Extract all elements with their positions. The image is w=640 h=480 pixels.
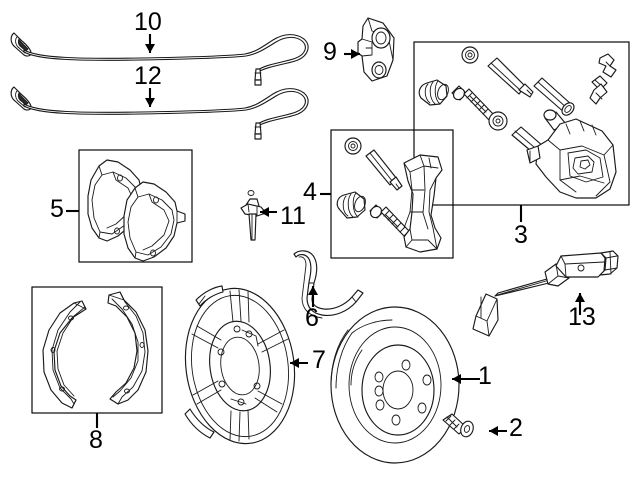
callout-number-9: 9 bbox=[323, 38, 337, 66]
part-brake-rotor-disc bbox=[330, 306, 460, 464]
part-caliper-housing bbox=[526, 109, 617, 199]
part-parking-brake-shoe-left bbox=[42, 300, 87, 409]
callout-number-1: 1 bbox=[478, 362, 492, 390]
group-box-brake-pads bbox=[78, 149, 193, 263]
part-caliper-bleeder-screw bbox=[589, 53, 617, 105]
callout-number-12: 12 bbox=[134, 62, 162, 90]
part-bracket-kit-washer bbox=[344, 137, 362, 155]
part-caliper-guide-bolt-and-boot bbox=[418, 79, 496, 122]
part-bracket-kit-guide-bolt bbox=[369, 204, 410, 237]
part-brake-pad-wear-sensor bbox=[472, 250, 619, 337]
part-rotor-retaining-screw bbox=[442, 413, 474, 438]
callout-number-7: 7 bbox=[312, 346, 326, 374]
callout-number-13: 13 bbox=[568, 303, 596, 331]
part-bracket-kit-guide-pin bbox=[365, 149, 403, 191]
part-brake-backing-plate-splash-shield bbox=[184, 285, 296, 445]
part-parking-brake-expander-bracket bbox=[357, 17, 395, 82]
leader-7 bbox=[290, 358, 308, 368]
part-caliper-carrier-bracket bbox=[403, 154, 443, 253]
part-brake-shoe-hold-down-pin bbox=[240, 190, 267, 241]
leader-12 bbox=[145, 88, 155, 107]
part-caliper-guide-pin-upper bbox=[461, 46, 575, 116]
part-parking-brake-cable-left bbox=[10, 32, 309, 86]
callout-number-11: 11 bbox=[280, 202, 306, 230]
callout-number-5: 5 bbox=[50, 195, 64, 223]
part-parking-brake-actuating-lever bbox=[293, 250, 364, 319]
part-parking-brake-shoe-right bbox=[107, 291, 149, 405]
callout-number-8: 8 bbox=[89, 426, 103, 454]
leader-6 bbox=[308, 286, 318, 307]
leader-13 bbox=[575, 293, 585, 315]
leader-9 bbox=[344, 49, 360, 59]
leader-2 bbox=[489, 426, 507, 436]
leader-11 bbox=[260, 207, 277, 217]
part-brake-pad-inner bbox=[123, 181, 186, 262]
callout-number-3: 3 bbox=[514, 221, 528, 249]
callout-number-10: 10 bbox=[134, 8, 162, 36]
leader-10 bbox=[145, 34, 155, 53]
callout-number-6: 6 bbox=[305, 304, 319, 332]
leader-1 bbox=[452, 374, 480, 384]
callout-number-4: 4 bbox=[303, 178, 317, 206]
callout-number-2: 2 bbox=[509, 414, 523, 442]
part-parking-brake-cable-right bbox=[10, 86, 309, 140]
part-bracket-kit-boot bbox=[336, 191, 366, 219]
